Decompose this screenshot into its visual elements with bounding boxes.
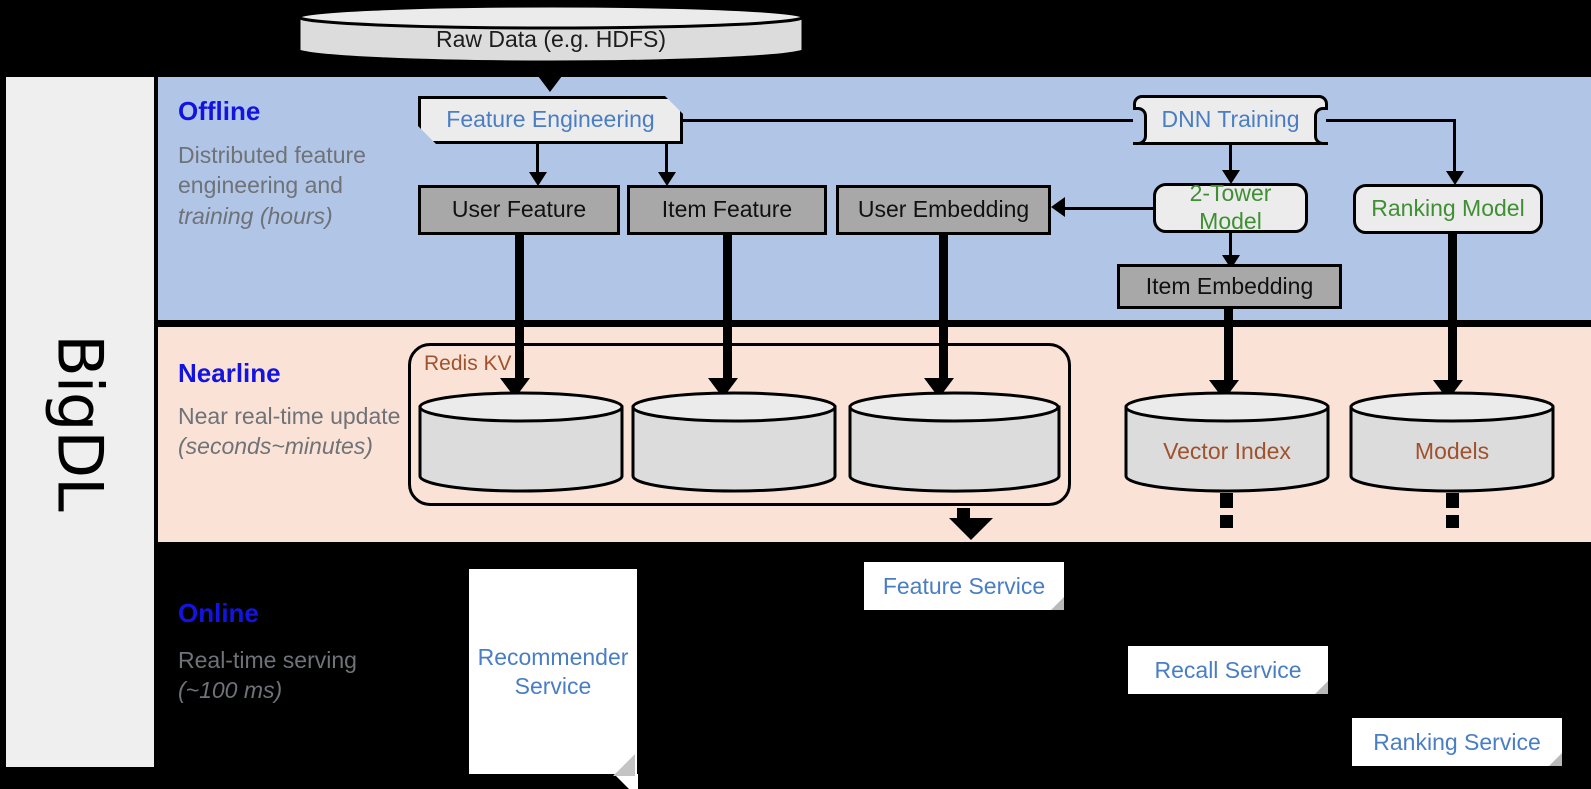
arrowhead-dnn-ranking [1446, 171, 1464, 185]
pipe-user-feature [515, 234, 524, 384]
node-recall-service[interactable]: Recall Service [1128, 646, 1328, 694]
node-user-feature[interactable]: User Feature [418, 185, 620, 235]
bigdl-label: BigDL [43, 333, 117, 511]
node-ranking-model[interactable]: Ranking Model [1353, 184, 1543, 234]
node-user-embedding[interactable]: User Embedding [836, 185, 1051, 235]
redis-kv-container [408, 343, 1071, 506]
store-cylinder-user-feature [417, 390, 625, 493]
feature-service-fold [1051, 597, 1064, 610]
recommender-service-fold-shadow [613, 754, 635, 776]
node-feature-service[interactable]: Feature Service [864, 562, 1064, 610]
recommender-service-label: Recommender Service [477, 643, 629, 699]
arrowhead-twotower-userembedding [1051, 197, 1065, 217]
arrowhead-fe-userfeature [529, 172, 547, 186]
band-subtitle-online: Real-time serving (~100 ms) [178, 647, 357, 704]
pipe-item-embedding [1224, 308, 1233, 386]
dash-vector-index-2 [1220, 515, 1233, 528]
item-feature-label: Item Feature [661, 196, 793, 223]
connector-twotower-userembedding [1065, 207, 1155, 210]
item-embedding-label: Item Embedding [1145, 272, 1314, 299]
dash-redis-featureservice [957, 508, 970, 520]
bigdl-sidebar: BigDL [6, 77, 154, 767]
user-embedding-label: User Embedding [857, 196, 1030, 223]
feature-service-label: Feature Service [882, 572, 1046, 599]
raw-data-cylinder: Raw Data (e.g. HDFS) [296, 4, 806, 64]
two-tower-model-label: 2-Tower Model [1189, 180, 1272, 234]
models-cylinder[interactable]: Models [1348, 390, 1556, 493]
band-subtitle-offline: Distributed feature engineering and trai… [178, 142, 366, 229]
node-item-feature[interactable]: Item Feature [627, 185, 827, 235]
recommender-service-fold [614, 774, 638, 789]
arrowhead-redis-featureservice [949, 518, 993, 540]
recall-service-label: Recall Service [1154, 656, 1302, 683]
feature-engineering-label: Feature Engineering [446, 106, 655, 133]
arrowhead-fe-itemfeature [658, 172, 676, 186]
dash-models-2 [1446, 515, 1459, 528]
dash-models-1 [1446, 493, 1459, 508]
ranking-service-fold [1549, 753, 1562, 766]
band-title-offline: Offline [178, 96, 261, 126]
dnn-card-notch-l [1133, 107, 1147, 145]
redis-kv-label: Redis KV [424, 352, 512, 375]
node-dnn-training[interactable]: DNN Training [1133, 95, 1328, 145]
connector-fe-dnn [683, 119, 1141, 122]
ranking-service-label: Ranking Service [1373, 728, 1541, 755]
recall-service-fold [1315, 681, 1328, 694]
user-feature-label: User Feature [451, 196, 587, 223]
store-cylinder-user-embedding [847, 390, 1062, 493]
arrowhead-rawdata-fe [535, 72, 565, 92]
band-title-online: Online [178, 598, 259, 628]
band-subtitle-nearline: Near real-time update (seconds~minutes) [178, 403, 401, 460]
connector-dnn-twotower [1229, 145, 1232, 173]
node-item-embedding[interactable]: Item Embedding [1117, 264, 1342, 309]
dnn-training-label: DNN Training [1161, 106, 1300, 133]
arrowhead-dnn-twotower [1222, 170, 1240, 184]
connector-dnn-ranking-v [1453, 119, 1456, 174]
band-title-nearline: Nearline [178, 358, 281, 388]
connector-dnn-ranking-h [1326, 119, 1456, 122]
ranking-model-label: Ranking Model [1371, 195, 1525, 222]
pipe-ranking-model [1448, 233, 1457, 386]
connector-fe-itemfeature [665, 144, 668, 176]
connector-rawdata-fe [549, 64, 552, 78]
node-two-tower-model[interactable]: 2-Tower Model [1153, 180, 1308, 234]
connector-fe-userfeature [536, 144, 539, 176]
connector-twotower-itemembedding [1229, 233, 1232, 259]
pipe-item-feature [723, 234, 732, 384]
store-cylinder-item-feature [630, 390, 838, 493]
node-ranking-service[interactable]: Ranking Service [1352, 718, 1562, 766]
dnn-card-notch-r [1314, 107, 1328, 145]
node-feature-engineering[interactable]: Feature Engineering [418, 96, 683, 144]
vector-index-cylinder[interactable]: Vector Index [1123, 390, 1331, 493]
pipe-user-embedding [939, 234, 948, 384]
node-recommender-service[interactable]: Recommender Service [469, 569, 638, 789]
dash-vector-index-1 [1220, 493, 1233, 508]
